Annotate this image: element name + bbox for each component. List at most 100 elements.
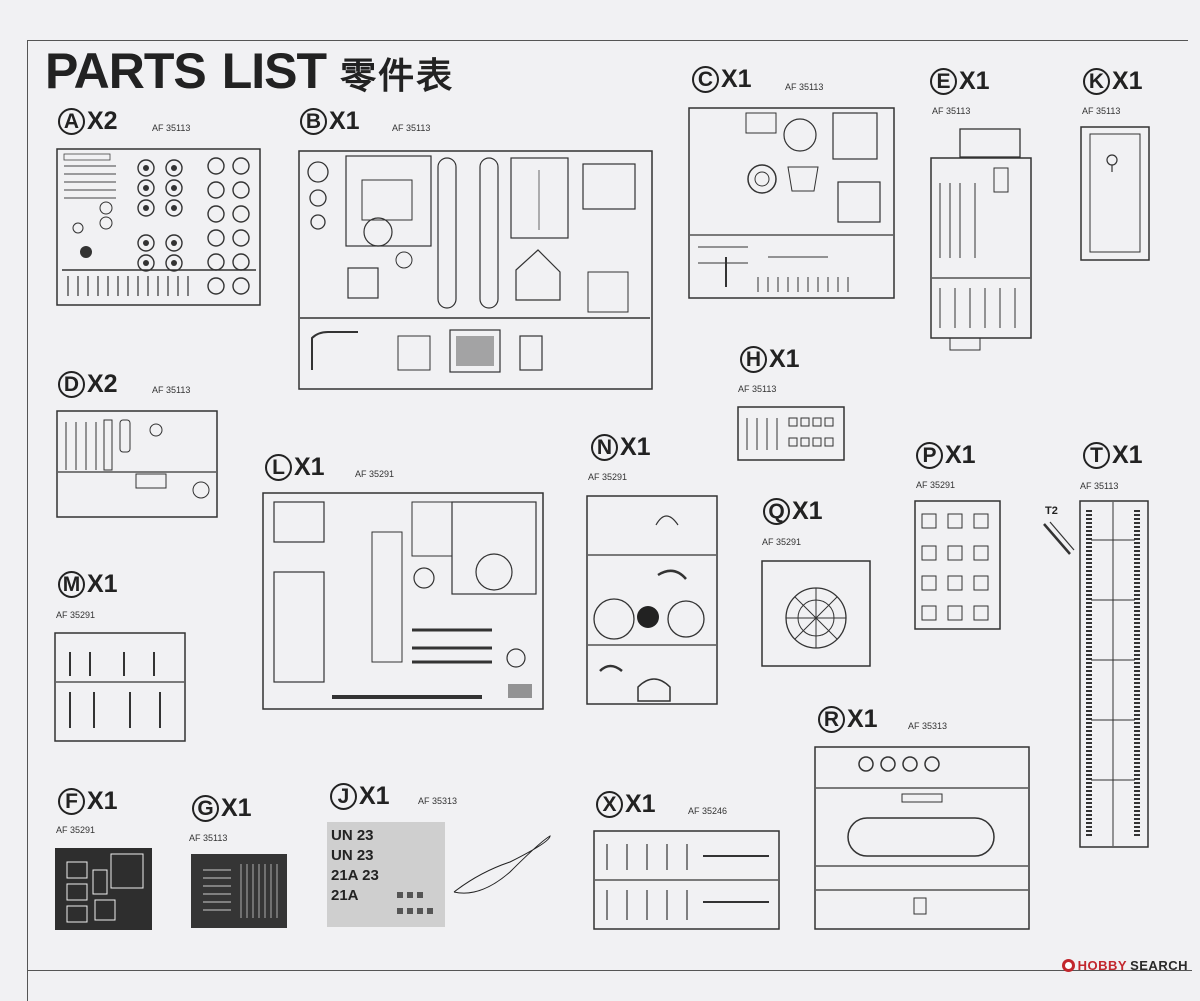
part-qty-l: X1 [294, 453, 325, 481]
sprue-b [298, 150, 653, 390]
part-code-a: AF 35113 [152, 123, 191, 133]
part-letter-q: Q [763, 498, 790, 525]
part-qty-r: X1 [847, 705, 878, 733]
sprue-h [737, 406, 845, 461]
photo-etch-f [55, 848, 152, 930]
part-code-m: AF 35291 [56, 610, 96, 620]
sprue-n [586, 495, 718, 705]
part-qty-t: X1 [1112, 441, 1143, 469]
part-letter-l: L [265, 454, 292, 481]
watermark-brand: HOBBY [1077, 958, 1128, 973]
part-code-t: AF 35113 [1080, 481, 1119, 491]
part-code-g: AF 35113 [189, 833, 228, 843]
part-letter-f: F [58, 788, 85, 815]
part-code-q: AF 35291 [762, 537, 802, 547]
part-letter-n: N [591, 434, 618, 461]
part-qty-c: X1 [721, 65, 752, 93]
sprue-q [761, 560, 871, 667]
sprue-t [1079, 500, 1149, 848]
part-code-x: AF 35246 [688, 806, 728, 816]
part-letter-k: K [1083, 68, 1110, 95]
part-letter-g: G [192, 795, 219, 822]
sprue-r [814, 746, 1030, 930]
photo-etch-g [191, 854, 287, 928]
part-code-l: AF 35291 [355, 469, 395, 479]
sprue-k [1080, 126, 1150, 261]
wire-part [450, 832, 560, 902]
part-letter-h: H [740, 346, 767, 373]
decal-line-4: 21A [331, 887, 359, 904]
decal-line-3: 21A 23 [331, 867, 379, 884]
part-qty-e: X1 [959, 67, 990, 95]
part-qty-g: X1 [221, 794, 252, 822]
part-letter-p: P [916, 442, 943, 469]
hobbysearch-logo-icon [1061, 959, 1075, 972]
part-qty-k: X1 [1112, 67, 1143, 95]
sprue-e [930, 128, 1038, 358]
decal-sheet-j: UN 23 UN 23 21A 23 21A [327, 822, 445, 927]
sprue-m [54, 632, 186, 742]
part-qty-h: X1 [769, 345, 800, 373]
part-code-n: AF 35291 [588, 472, 628, 482]
decal-line-1: UN 23 [331, 827, 374, 844]
title-parts: PARTS [45, 43, 207, 99]
part-qty-b: X1 [329, 107, 360, 135]
part-letter-m: M [58, 571, 85, 598]
part-letter-d: D [58, 371, 85, 398]
part-qty-f: X1 [87, 787, 118, 815]
part-code-p: AF 35291 [916, 480, 956, 490]
watermark-suffix: SEARCH [1130, 958, 1188, 973]
track-link-piece [1040, 520, 1076, 560]
part-code-d: AF 35113 [152, 385, 191, 395]
sprue-p [914, 500, 1001, 630]
sprue-d [56, 410, 218, 518]
sprue-c [688, 107, 895, 299]
part-letter-t: T [1083, 442, 1110, 469]
part-qty-a: X2 [87, 107, 118, 135]
part-letter-r: R [818, 706, 845, 733]
part-qty-m: X1 [87, 570, 118, 598]
part-code-b: AF 35113 [392, 123, 431, 133]
sprue-l [262, 492, 544, 710]
title-chinese: 零件表 [340, 56, 455, 97]
part-letter-x: X [596, 791, 623, 818]
part-code-k: AF 35113 [1082, 106, 1121, 116]
part-code-f: AF 35291 [56, 825, 96, 835]
part-code-h: AF 35113 [738, 384, 777, 394]
part-code-r: AF 35313 [908, 721, 948, 731]
part-qty-q: X1 [792, 497, 823, 525]
part-letter-c: C [692, 66, 719, 93]
track-part-label: T2 [1045, 505, 1058, 517]
part-code-e: AF 35113 [932, 106, 971, 116]
part-code-c: AF 35113 [785, 82, 824, 92]
watermark: HOBBY SEARCH [1061, 958, 1188, 973]
page-frame [27, 40, 1188, 1001]
part-letter-e: E [930, 68, 957, 95]
decal-line-2: UN 23 [331, 847, 374, 864]
part-qty-x: X1 [625, 790, 656, 818]
part-qty-n: X1 [620, 433, 651, 461]
part-letter-j: J [330, 783, 357, 810]
part-qty-d: X2 [87, 370, 118, 398]
part-letter-b: B [300, 108, 327, 135]
part-letter-a: A [58, 108, 85, 135]
sprue-x [593, 830, 780, 930]
